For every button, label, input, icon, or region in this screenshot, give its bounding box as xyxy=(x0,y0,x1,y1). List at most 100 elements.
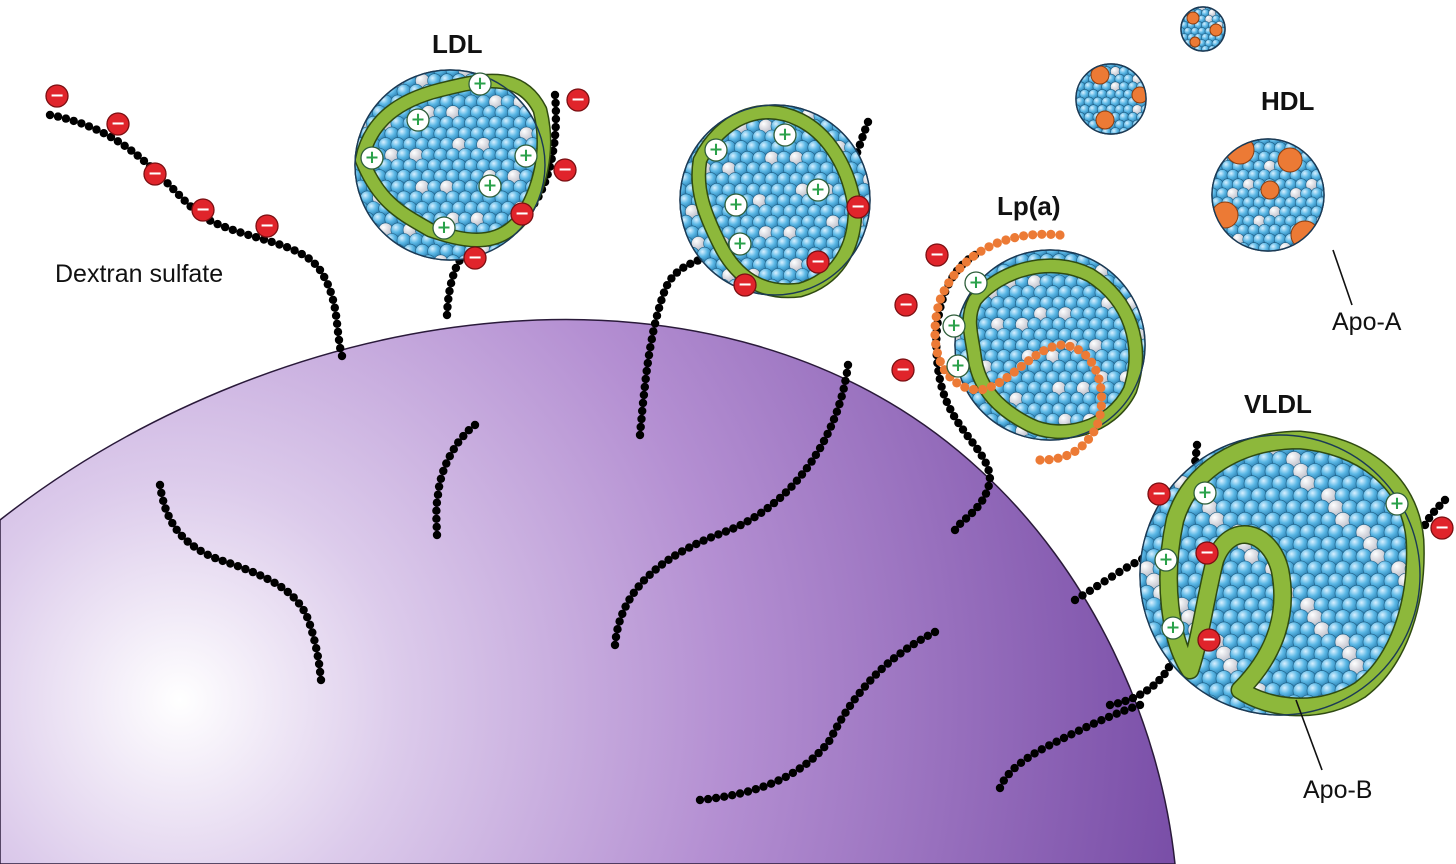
svg-text:−: − xyxy=(260,216,275,236)
chain-bead xyxy=(856,141,864,149)
chain-bead xyxy=(1192,449,1200,457)
svg-text:+: + xyxy=(778,125,793,145)
chain-bead xyxy=(1060,734,1068,742)
apo-a-patch xyxy=(1226,136,1254,164)
positive-charge-icon: + xyxy=(1162,617,1184,639)
chain-bead xyxy=(936,357,945,366)
chain-bead xyxy=(840,385,848,393)
chain-bead xyxy=(1048,342,1057,351)
chain-bead xyxy=(221,223,229,231)
chain-bead xyxy=(1113,710,1121,718)
chain-bead xyxy=(219,557,227,565)
svg-text:+: + xyxy=(519,146,534,166)
chain-bead xyxy=(1052,738,1060,746)
chain-bead xyxy=(316,668,324,676)
chain-bead xyxy=(933,348,942,357)
negative-charge-icon: − xyxy=(511,203,533,225)
chain-bead xyxy=(642,375,650,383)
positive-charge-icon: + xyxy=(515,145,537,167)
chain-bead xyxy=(657,296,665,304)
chain-bead xyxy=(986,474,994,482)
chain-bead xyxy=(204,551,212,559)
chain-bead xyxy=(1000,776,1008,784)
chain-bead xyxy=(1097,392,1106,401)
chain-bead xyxy=(707,533,715,541)
positive-charge-icon: + xyxy=(1386,493,1408,515)
negative-charge-icon: − xyxy=(1431,517,1453,539)
chain-bead xyxy=(835,400,843,408)
chain-bead xyxy=(1120,706,1128,714)
chain-bead xyxy=(1055,230,1064,239)
chain-bead xyxy=(1086,587,1094,595)
chain-bead xyxy=(752,785,760,793)
chain-bead xyxy=(447,279,455,287)
chain-bead xyxy=(712,794,720,802)
lpa-label: Lp(a) xyxy=(997,191,1061,221)
positive-charge-icon: + xyxy=(469,73,491,95)
chain-bead xyxy=(931,321,940,330)
chain-bead xyxy=(618,610,626,618)
chain-bead xyxy=(1193,441,1201,449)
chain-bead xyxy=(637,415,645,423)
svg-text:+: + xyxy=(811,180,826,200)
chain-bead xyxy=(1046,230,1055,239)
chain-bead xyxy=(1089,427,1098,436)
chain-bead xyxy=(685,543,693,551)
chain-bead xyxy=(100,129,108,137)
svg-text:−: − xyxy=(196,200,211,220)
chain-bead xyxy=(244,231,252,239)
chain-bead xyxy=(334,328,342,336)
chain-bead xyxy=(1091,366,1100,375)
svg-text:−: − xyxy=(930,245,945,265)
chain-bead xyxy=(696,796,704,804)
chain-bead xyxy=(1130,559,1138,567)
chain-bead xyxy=(1038,745,1046,753)
positive-charge-icon: + xyxy=(947,355,969,377)
svg-text:−: − xyxy=(1202,630,1217,650)
chain-bead xyxy=(1054,454,1063,463)
apo-a-leader-line xyxy=(1333,250,1352,305)
chain-bead xyxy=(1019,231,1028,240)
svg-text:+: + xyxy=(709,140,724,160)
chain-bead xyxy=(1023,754,1031,762)
chain-bead xyxy=(303,613,311,621)
positive-charge-icon: + xyxy=(1194,482,1216,504)
chain-bead xyxy=(1078,591,1086,599)
chain-bead xyxy=(197,547,205,555)
chain-bead xyxy=(833,408,841,416)
chain-bead xyxy=(290,246,298,254)
chain-bead xyxy=(229,226,237,234)
svg-text:+: + xyxy=(729,195,744,215)
chain-bead xyxy=(327,288,335,296)
chain-bead xyxy=(317,676,325,684)
chain-bead xyxy=(944,278,953,287)
negative-charge-icon: − xyxy=(734,274,756,296)
chain-bead xyxy=(660,288,668,296)
hdl-label: HDL xyxy=(1261,86,1315,116)
ldl-label: LDL xyxy=(432,29,483,59)
chain-bead xyxy=(931,628,939,636)
chain-bead xyxy=(736,521,744,529)
chain-bead xyxy=(827,422,835,430)
chain-bead xyxy=(1070,447,1079,456)
chain-bead xyxy=(324,280,332,288)
chain-bead xyxy=(1017,362,1026,371)
chain-bead xyxy=(984,242,993,251)
chain-bead xyxy=(996,784,1004,792)
chain-bead xyxy=(838,392,846,400)
apo-a-label: Apo-A xyxy=(1332,308,1402,336)
svg-text:−: − xyxy=(571,90,586,110)
chain-bead xyxy=(299,606,307,614)
chain-bead xyxy=(446,452,454,460)
chain-bead xyxy=(236,228,244,236)
chain-bead xyxy=(820,437,828,445)
chain-bead xyxy=(995,378,1004,387)
chain-bead xyxy=(316,266,324,274)
chain-bead xyxy=(275,240,283,248)
negative-charge-icon: − xyxy=(895,294,917,316)
chain-bead xyxy=(1105,713,1113,721)
apo-a-patch xyxy=(1187,12,1199,24)
chain-bead xyxy=(164,512,172,520)
chain-bead xyxy=(637,423,645,431)
